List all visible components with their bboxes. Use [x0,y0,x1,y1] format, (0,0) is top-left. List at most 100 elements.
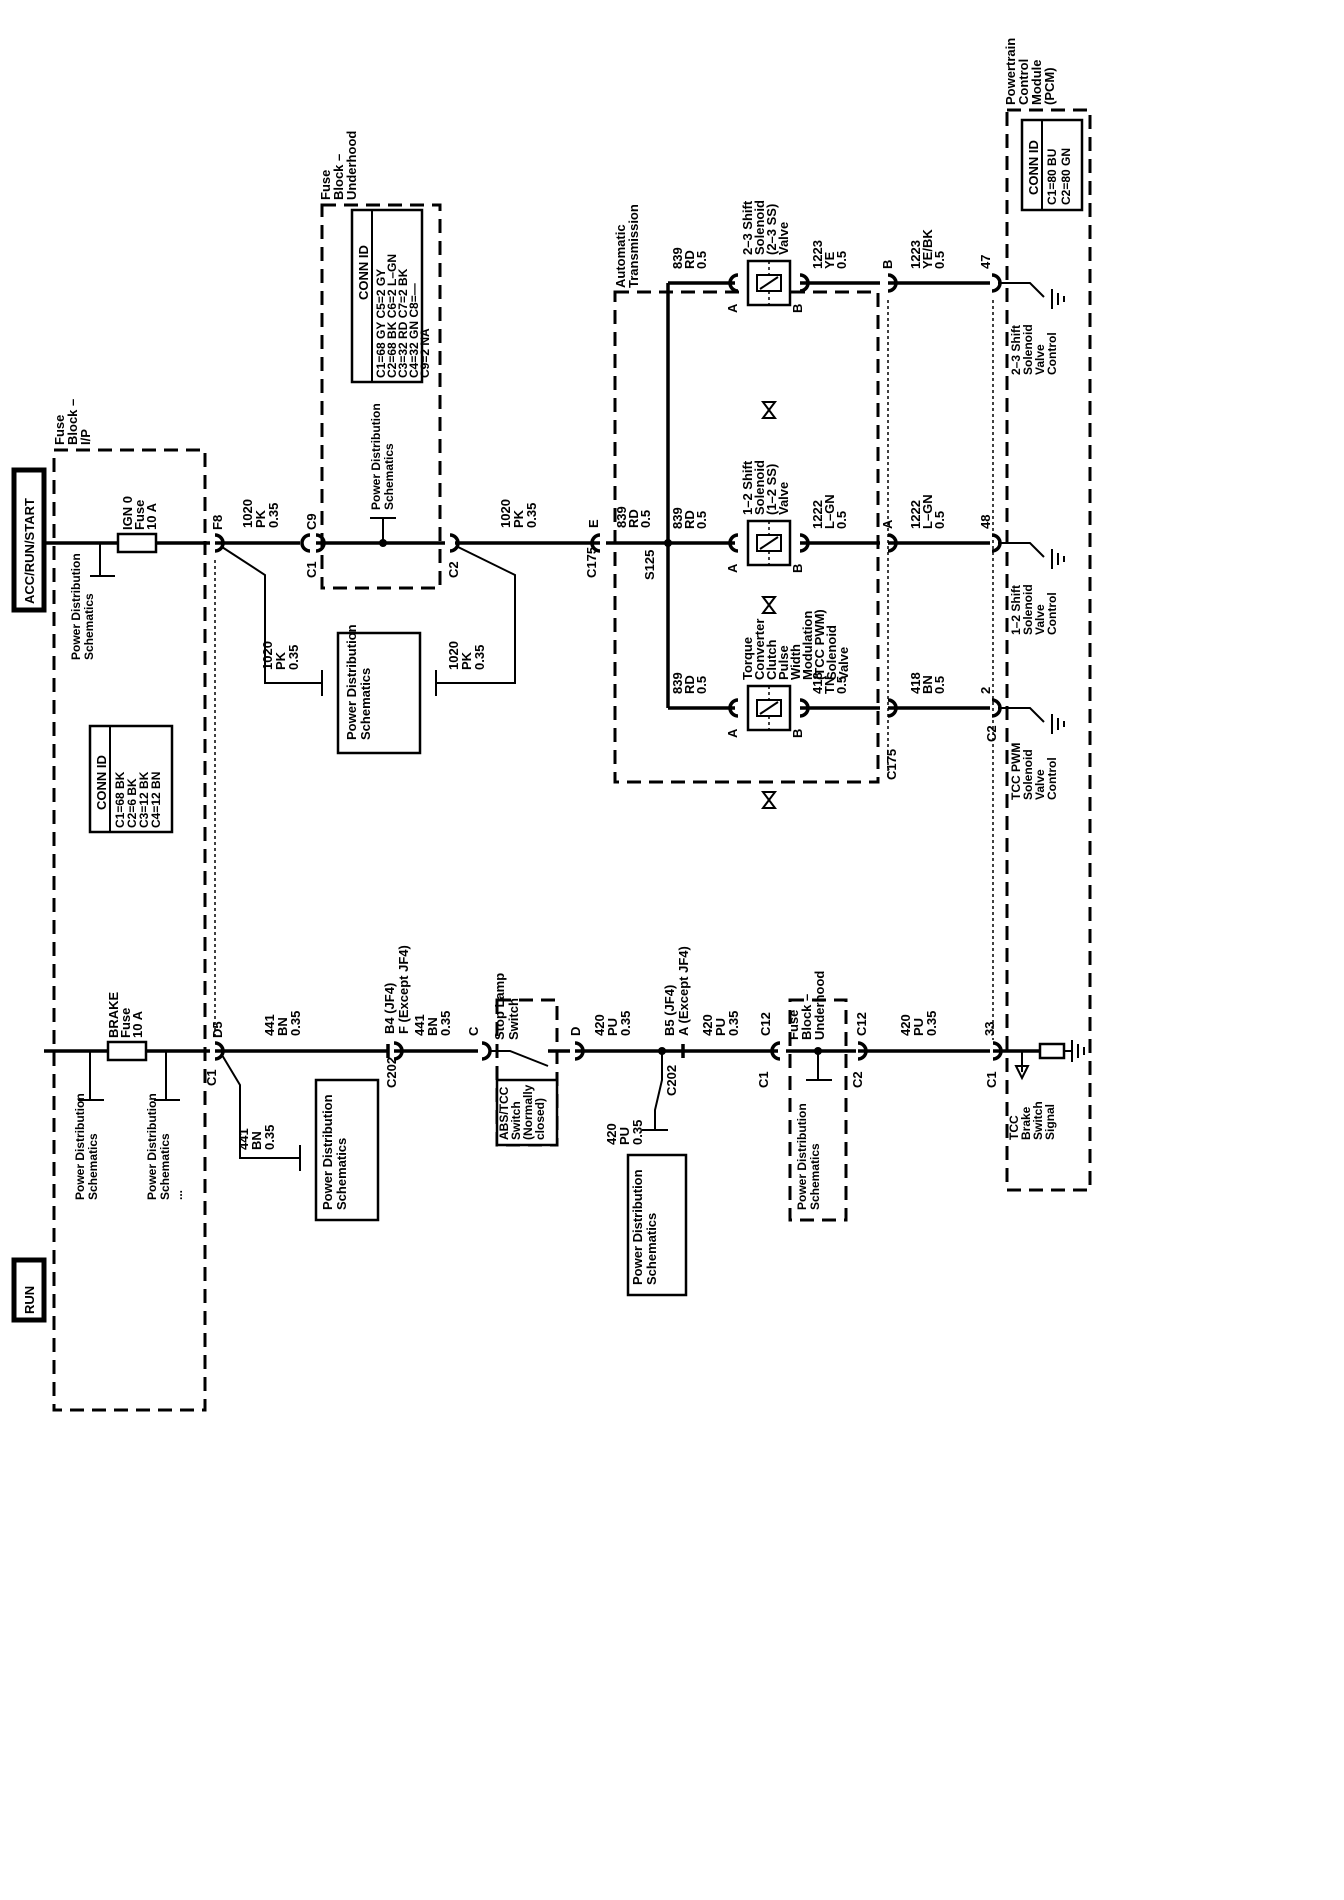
label-automatic-transmission-line: Transmission [626,204,641,288]
label-solenoid-pin-b: B [790,304,805,313]
ground-symbol [1051,289,1065,309]
label-solenoid-ss23-line: 2–3 Shift [740,200,755,255]
label-w1223_b-line: 0.5 [932,251,947,269]
conn-id-ip-line: C4=12 BN [149,772,163,828]
label-wire-1020-b-line: 1020 [260,641,275,670]
conn-id-underhood-line: C4=32 GN C8=— [407,283,421,378]
label-pin-33: 33 [982,1022,997,1036]
label-fuse-block-underhood-line: Fuse [318,170,333,200]
label-power-dist-2-line: Power Distribution [73,1093,87,1200]
label-wire-420-d-line: 420 [898,1014,913,1036]
label-power-dist-box-2-line: Schematics [334,1138,349,1210]
label-solenoid-pin-a: A [725,563,740,573]
label-wire-420-d-line: PU [911,1018,926,1036]
label-solenoid-tcc_pwm-line: Width [788,644,803,680]
label-pcm-signal-tcc_pwm-line: Valve [1033,769,1047,800]
label-w1223_a-line: 0.5 [834,251,849,269]
label-w1223_b-line: 1223 [908,240,923,269]
wire-1020-return [436,546,516,684]
conn-id-ip-line-line: C2=6 BK [125,778,139,828]
conn-id-underhood-line-line: C2=68 BK C6=2 L–GN [385,254,399,378]
conn-id-pcm-line: C2=80 GN [1059,148,1073,205]
shield-marker [761,401,777,419]
label-wire-839-a-line: RD [626,509,641,528]
label-w1223_a-line: YE [822,251,837,269]
shield-marker [761,596,777,614]
label-power-dist-4-line: Schematics [382,443,396,510]
pcm-driver [998,282,1045,298]
label-wire-441-c-line: 0.35 [438,1011,453,1036]
label-pcm-signal-tcc_pwm-line: TCC PWM [1009,743,1023,800]
label-c2-lower: C2 [850,1071,865,1088]
label-pcm-pin: 2 [978,687,993,694]
label-w839_c-line: 839 [670,507,685,529]
label-w1222_b-line: L–GN [920,494,935,529]
conn-id-pcm-title-line: CONN ID [1026,140,1041,195]
schematic-drawing [11,108,1092,1412]
label-fuse-brake-line: 10 A [130,1010,145,1038]
label-fuse-block-underhood-lower-line: Underhood [812,971,827,1040]
label-w418_b-line: 418 [908,672,923,694]
label-c2-pcm: C2 [984,725,999,742]
conn-id-underhood-line: C3=32 RD C7=2 BK [396,268,410,378]
label-pin-c-line: C [466,1026,481,1036]
label-solenoid-tcc_pwm-line: (TCC PWM) [812,609,827,680]
label-solenoid-pin-b-line: B [790,729,805,738]
label-solenoid-pin-b: B [790,564,805,573]
label-pcm-pin: 47 [978,255,993,269]
label-pcm-signal-ss23-line: Valve [1033,344,1047,375]
pcm-input-resistor [1038,1042,1066,1060]
label-w1222_b-line: 1222 [908,500,923,529]
label-pcm-line: Module [1029,60,1044,106]
label-solenoid-tcc_pwm-line: Clutch [764,640,779,681]
label-pin-c: C [466,1026,481,1036]
conn-id-underhood-line-line: C9=2 NA [418,328,432,378]
label-pcm-signal-tcc-brake-line: Brake [1019,1106,1033,1140]
label-abs-tcc-switch-line: (Normally [521,1084,535,1140]
label-c1-ip-line: C1 [204,1069,219,1086]
label-c202-bot: C202 [664,1065,679,1096]
label-solenoid-tcc_pwm-line: Solenoid [824,625,839,680]
label-wire-420-c-line: PU [713,1018,728,1036]
label-wire-1020-c-line: PK [459,651,474,670]
label-e-line: E [586,519,601,528]
label-w418_a-line: 0.5 [834,676,849,694]
label-pcm-line: Powertrain [1003,38,1018,105]
conn-id-pcm-box [1020,118,1084,212]
label-power-dist-box-1-line: Power Distribution [344,624,359,740]
fuse-block-underhood-lower-outline [788,998,848,1222]
power-dist-box-2 [314,1078,380,1222]
solenoid-coil-diag [759,701,779,715]
label-w1222_a-line: L–GN [822,494,837,529]
label-wire-1020-b-line: PK [273,651,288,670]
label-fuse-ign0-line: Fuse [132,500,147,530]
conn-id-pcm-title: CONN ID [1026,140,1041,195]
label-acc-run-start-line: ACC/RUN/START [22,498,37,604]
conn-id-pcm-line: C1=80 BU [1045,149,1059,205]
label-solenoid-ss12-line: (1–2 SS) [764,464,779,515]
label-s125-line: S125 [642,550,657,580]
conn-id-ip-line-line: C1=68 BK [113,771,127,828]
wire-441-branch [221,1054,300,1159]
label-c2-pcm-line: C2 [984,725,999,742]
label-trans-pin: A [880,519,895,529]
conn-id-ip-line-line: C4=12 BN [149,772,163,828]
conn-id-underhood-title: CONN ID [356,245,371,300]
conn-id-underhood-box [350,208,424,384]
